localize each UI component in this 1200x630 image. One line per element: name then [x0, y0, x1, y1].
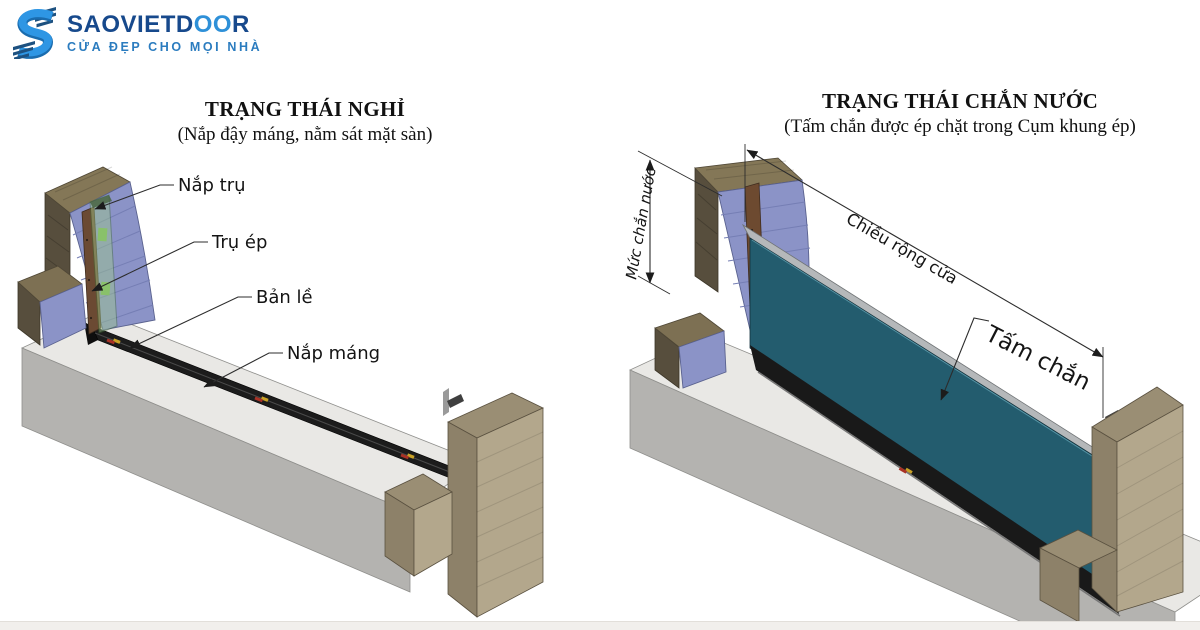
door-width-dimension-line: [746, 149, 1104, 358]
label-ban-le: Bản lề: [256, 287, 313, 308]
panel-bottom-channel: [750, 345, 1119, 614]
saovietdoor-logo: SAOVIETDOOR CỬA ĐẸP CHO MỌI NHÀ: [12, 7, 262, 59]
hinge-markers: [106, 338, 415, 460]
left-diagram-annotations: Nắp trụ Trụ ép Bản lề Nắp máng: [91, 175, 380, 388]
left-title-block: TRẠNG THÁI NGHỈ (Nắp đậy máng, nằm sát m…: [60, 97, 550, 146]
label-chieu-rong-cua: Chiều rộng cửa: [843, 209, 961, 288]
water-level-extension-top: [637, 150, 723, 197]
bottom-strip: [0, 621, 1200, 630]
label-nap-mang: Nắp máng: [287, 343, 380, 364]
right-title-block: TRẠNG THÁI CHẮN NƯỚC (Tấm chắn được ép c…: [725, 89, 1195, 138]
right-title: TRẠNG THÁI CHẮN NƯỚC: [821, 89, 1099, 113]
latch-bracket: [447, 394, 464, 408]
brand-part3: R: [232, 10, 250, 38]
water-barrier-state-diagram: Chiều rộng cửa Mức chắn nước Tấm chắn: [622, 144, 1200, 630]
right-subtitle: (Tấm chắn được ép chặt trong Cụm khung é…: [784, 116, 1136, 137]
label-tru-ep: Trụ ép: [211, 232, 267, 253]
label-nap-tru: Nắp trụ: [178, 175, 246, 196]
left-subtitle: (Nắp đậy máng, nằm sát mặt sàn): [177, 124, 433, 145]
logo-text: SAOVIETDOOR CỬA ĐẸP CHO MỌI NHÀ: [67, 12, 262, 54]
press-post: [81, 206, 102, 335]
panel-leader-line: [940, 317, 990, 401]
s-ribbon-logo-icon: [13, 7, 56, 59]
water-level-extension-bottom: [637, 275, 671, 295]
right-post: [1039, 386, 1184, 623]
label-tam-chan: Tấm chắn: [980, 320, 1095, 396]
right-post: [384, 388, 544, 618]
label-muc-chan-nuoc: Mức chắn nước: [622, 165, 660, 280]
rest-state-diagram: Nắp trụ Trụ ép Bản lề Nắp máng: [17, 166, 544, 618]
brand-tagline: CỬA ĐẸP CHO MỌI NHÀ: [67, 40, 263, 55]
brand-part2-oo: OO: [193, 10, 233, 38]
floor-slab: [21, 311, 479, 593]
brand-name: SAOVIETDOOR: [67, 12, 262, 37]
brand-part1: SAOVIETD: [67, 10, 194, 38]
left-title: TRẠNG THÁI NGHỈ: [204, 97, 406, 121]
